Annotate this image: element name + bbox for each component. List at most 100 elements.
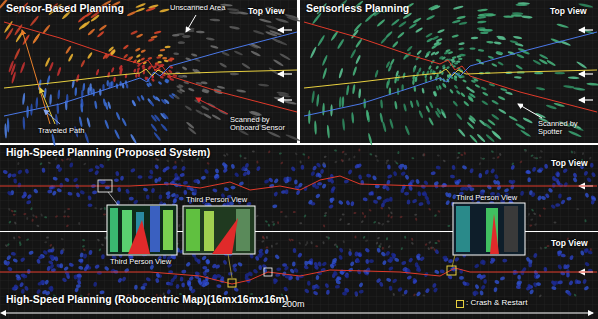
point-cloud <box>321 261 327 267</box>
point-cloud <box>508 115 518 122</box>
point-cloud <box>474 263 480 269</box>
point-cloud <box>572 172 577 178</box>
point-cloud <box>7 118 10 133</box>
point-cloud <box>393 171 398 177</box>
point-cloud <box>174 94 181 100</box>
point-cloud <box>381 223 385 226</box>
point-cloud <box>389 197 393 202</box>
point-cloud <box>313 265 319 271</box>
point-cloud <box>544 193 550 199</box>
point-cloud <box>136 95 141 102</box>
point-cloud <box>350 201 355 207</box>
point-cloud <box>205 259 210 265</box>
point-cloud <box>265 220 269 223</box>
point-cloud <box>391 18 400 26</box>
point-cloud <box>145 277 151 282</box>
point-cloud <box>107 158 110 161</box>
point-cloud <box>425 32 433 38</box>
point-cloud <box>137 175 142 179</box>
point-cloud <box>120 175 125 181</box>
point-cloud <box>478 274 483 280</box>
point-cloud <box>441 111 447 119</box>
point-cloud <box>136 67 140 71</box>
point-cloud <box>181 269 187 273</box>
point-cloud <box>566 197 571 201</box>
point-cloud <box>400 247 403 251</box>
point-cloud <box>44 57 50 67</box>
point-cloud <box>247 170 251 175</box>
point-cloud <box>510 164 515 170</box>
point-cloud <box>486 184 492 190</box>
point-cloud <box>279 53 291 61</box>
point-cloud <box>252 150 255 152</box>
point-cloud <box>373 221 377 224</box>
point-cloud <box>297 182 303 188</box>
point-cloud <box>451 56 456 59</box>
point-cloud <box>6 255 12 261</box>
point-cloud <box>304 243 307 247</box>
point-cloud <box>31 219 33 222</box>
point-cloud <box>433 248 436 252</box>
point-cloud <box>382 198 388 204</box>
point-cloud <box>114 178 119 182</box>
point-cloud <box>366 267 370 273</box>
point-cloud <box>478 162 481 166</box>
point-cloud <box>135 74 138 78</box>
point-cloud <box>458 128 466 137</box>
panel-title: Sensorless Planning <box>306 3 409 15</box>
point-cloud <box>456 90 461 96</box>
point-cloud <box>469 187 475 192</box>
point-cloud <box>146 194 150 199</box>
point-cloud <box>380 36 388 44</box>
point-cloud <box>107 72 111 78</box>
point-cloud <box>540 150 544 153</box>
point-cloud <box>69 158 72 162</box>
point-cloud <box>307 281 311 286</box>
point-cloud <box>494 41 502 45</box>
point-cloud <box>539 58 549 65</box>
point-cloud <box>437 154 440 156</box>
point-cloud <box>554 72 565 75</box>
point-cloud <box>36 258 41 264</box>
point-cloud <box>168 282 174 286</box>
point-cloud <box>78 265 84 270</box>
point-cloud <box>556 180 562 186</box>
point-cloud <box>164 165 170 171</box>
point-cloud <box>382 247 384 250</box>
point-cloud <box>15 273 21 279</box>
point-cloud <box>345 200 351 206</box>
point-cloud <box>26 200 32 205</box>
point-cloud <box>279 152 282 155</box>
point-cloud <box>200 175 206 180</box>
point-cloud <box>252 268 258 274</box>
point-cloud <box>150 35 157 39</box>
point-cloud <box>247 271 253 277</box>
point-cloud <box>491 150 495 153</box>
point-cloud <box>515 64 523 70</box>
point-cloud <box>193 179 198 183</box>
point-cloud <box>179 197 184 201</box>
point-cloud <box>479 290 484 296</box>
point-cloud <box>80 103 83 113</box>
point-cloud <box>49 263 55 269</box>
scale-label: 200m <box>282 300 305 310</box>
point-cloud <box>57 167 63 173</box>
point-cloud <box>480 32 488 35</box>
point-cloud <box>99 207 103 210</box>
point-cloud <box>159 8 169 13</box>
point-cloud <box>486 41 494 44</box>
point-cloud <box>258 265 262 270</box>
point-cloud <box>390 252 396 258</box>
point-cloud <box>358 290 363 294</box>
point-cloud <box>497 61 504 66</box>
point-cloud <box>99 24 108 32</box>
point-cloud <box>75 192 80 198</box>
point-cloud <box>531 166 536 172</box>
point-cloud <box>341 96 344 107</box>
point-cloud <box>424 243 427 247</box>
point-cloud <box>316 94 320 107</box>
point-cloud <box>547 187 553 193</box>
point-cloud <box>151 78 155 83</box>
point-cloud <box>486 14 496 17</box>
point-cloud <box>455 181 460 185</box>
